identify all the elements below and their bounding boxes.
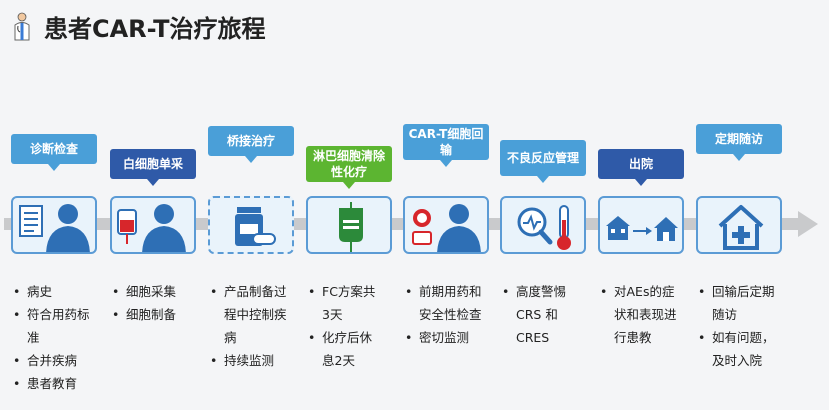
stage-items: 对AEs的症状和表现进行患教	[600, 280, 692, 349]
stage-item: 细胞制备	[112, 303, 204, 326]
stage-item: 如有问题，及时入院	[698, 326, 778, 372]
iv-bag-icon	[306, 196, 392, 254]
page-title: 患者CAR-T治疗旅程	[44, 15, 266, 43]
stage-ae-management: 不良反应管理 高度警惕CRS 和CRES	[500, 0, 586, 410]
stage-item: 前期用药和安全性检查	[405, 280, 483, 326]
stage-items: 回输后定期随访 如有问题，及时入院	[698, 280, 790, 372]
stage-item: 病史	[13, 280, 105, 303]
stage-label: 诊断检查	[11, 134, 97, 171]
stage-label: 定期随访	[696, 124, 782, 161]
stage-label: 不良反应管理	[500, 140, 586, 183]
stage-item: 回输后定期随访	[698, 280, 778, 326]
stage-label: 淋巴细胞清除性化疗	[306, 146, 392, 189]
stage-item: 密切监测	[405, 326, 497, 349]
stage-leukapheresis: 白细胞单采 细胞采集 细胞制备	[110, 0, 196, 410]
blood-bag-patient-icon	[110, 196, 196, 254]
stage-label: 桥接治疗	[208, 126, 294, 163]
timeline-arrowhead	[798, 211, 818, 237]
hospital-to-home-icon	[598, 196, 684, 254]
stage-item: FC方案共3天	[308, 280, 382, 326]
doctor-icon	[14, 12, 30, 41]
medicine-bottle-icon	[208, 196, 294, 254]
medical-record-patient-icon	[11, 196, 97, 254]
stage-items: 细胞采集 细胞制备	[112, 280, 204, 326]
stage-item: 符合用药标准	[13, 303, 95, 349]
stage-diagnosis: 诊断检查 病史 符合用药标准 合并疾病 患者教育	[11, 0, 97, 410]
stage-item: 持续监测	[210, 349, 302, 372]
stage-item: 高度警惕CRS 和CRES	[502, 280, 580, 349]
stage-items: FC方案共3天 化疗后休息2天	[308, 280, 400, 372]
stage-item: 合并疾病	[13, 349, 105, 372]
stage-item: 产品制备过程中控制疾病	[210, 280, 292, 349]
magnifier-thermometer-icon	[500, 196, 586, 254]
stage-discharge: 出院 对AEs的症状和表现进行患教	[598, 0, 684, 410]
stage-label: 出院	[598, 149, 684, 186]
stage-bridging-therapy: 桥接治疗 产品制备过程中控制疾病 持续监测	[208, 0, 294, 410]
stage-label: CAR-T细胞回输	[403, 124, 489, 167]
stage-cart-infusion: CAR-T细胞回输 前期用药和安全性检查 密切监测	[403, 0, 489, 410]
stage-item: 细胞采集	[112, 280, 204, 303]
stage-label: 白细胞单采	[110, 149, 196, 186]
stage-items: 前期用药和安全性检查 密切监测	[405, 280, 497, 349]
stage-item: 对AEs的症状和表现进行患教	[600, 280, 678, 349]
stage-lymphodepletion: 淋巴细胞清除性化疗 FC方案共3天 化疗后休息2天	[306, 0, 392, 410]
home-cross-icon	[696, 196, 782, 254]
stage-items: 产品制备过程中控制疾病 持续监测	[210, 280, 302, 372]
cell-infusion-patient-icon	[403, 196, 489, 254]
stage-item: 化疗后休息2天	[308, 326, 384, 372]
stage-item: 患者教育	[13, 372, 105, 395]
stage-items: 病史 符合用药标准 合并疾病 患者教育	[13, 280, 105, 395]
stage-items: 高度警惕CRS 和CRES	[502, 280, 594, 349]
stage-follow-up: 定期随访 回输后定期随访 如有问题，及时入院	[696, 0, 782, 410]
